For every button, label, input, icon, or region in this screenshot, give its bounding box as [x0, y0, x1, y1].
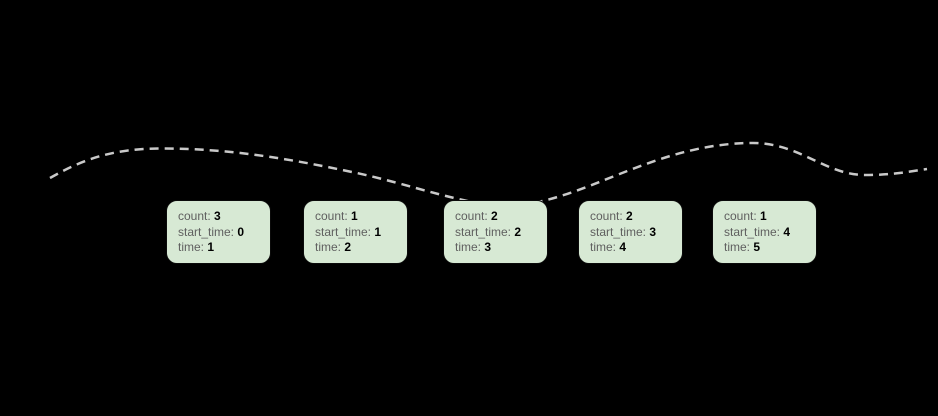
time-label: time:: [724, 240, 751, 255]
field-time: time: 5: [724, 240, 810, 256]
field-start-time: start_time: 0: [178, 225, 264, 241]
node-card-4: count: 2 start_time: 3 time: 4: [578, 200, 683, 264]
time-label: time:: [178, 240, 205, 255]
time-label: time:: [455, 240, 482, 255]
node-card-3: count: 2 start_time: 2 time: 3: [443, 200, 548, 264]
count-value: 3: [214, 209, 221, 223]
field-start-time: start_time: 4: [724, 225, 810, 241]
start-time-label: start_time:: [455, 224, 512, 239]
start-time-label: start_time:: [590, 224, 647, 239]
field-count: count: 1: [315, 209, 401, 225]
time-value: 4: [619, 240, 627, 255]
field-time: time: 4: [590, 240, 676, 256]
count-value: 1: [351, 209, 358, 223]
field-start-time: start_time: 2: [455, 225, 541, 241]
start-time-value: 3: [649, 224, 657, 239]
node-card-5: count: 1 start_time: 4 time: 5: [712, 200, 817, 264]
count-label: count:: [590, 209, 623, 223]
node-card-2: count: 1 start_time: 1 time: 2: [303, 200, 408, 264]
node-card-1: count: 3 start_time: 0 time: 1: [166, 200, 271, 264]
time-label: time:: [590, 240, 617, 255]
field-count: count: 2: [455, 209, 541, 225]
time-value: 5: [753, 240, 761, 255]
time-value: 3: [484, 240, 492, 255]
field-count: count: 3: [178, 209, 264, 225]
count-value: 2: [491, 209, 498, 223]
field-count: count: 2: [590, 209, 676, 225]
time-label: time:: [315, 240, 342, 255]
field-count: count: 1: [724, 209, 810, 225]
count-value: 2: [626, 209, 633, 223]
count-label: count:: [724, 209, 757, 223]
field-time: time: 3: [455, 240, 541, 256]
start-time-label: start_time:: [315, 224, 372, 239]
start-time-value: 4: [783, 224, 791, 239]
start-time-value: 2: [514, 224, 522, 239]
field-start-time: start_time: 3: [590, 225, 676, 241]
start-time-value: 1: [374, 224, 382, 239]
time-value: 1: [207, 240, 215, 255]
start-time-label: start_time:: [178, 224, 235, 239]
start-time-value: 0: [237, 224, 245, 239]
count-value: 1: [760, 209, 767, 223]
field-time: time: 2: [315, 240, 401, 256]
count-label: count:: [315, 209, 348, 223]
field-start-time: start_time: 1: [315, 225, 401, 241]
start-time-label: start_time:: [724, 224, 781, 239]
field-time: time: 1: [178, 240, 264, 256]
dashed-trend-curve: [49, 141, 928, 207]
count-label: count:: [178, 209, 211, 223]
time-value: 2: [344, 240, 352, 255]
count-label: count:: [455, 209, 488, 223]
